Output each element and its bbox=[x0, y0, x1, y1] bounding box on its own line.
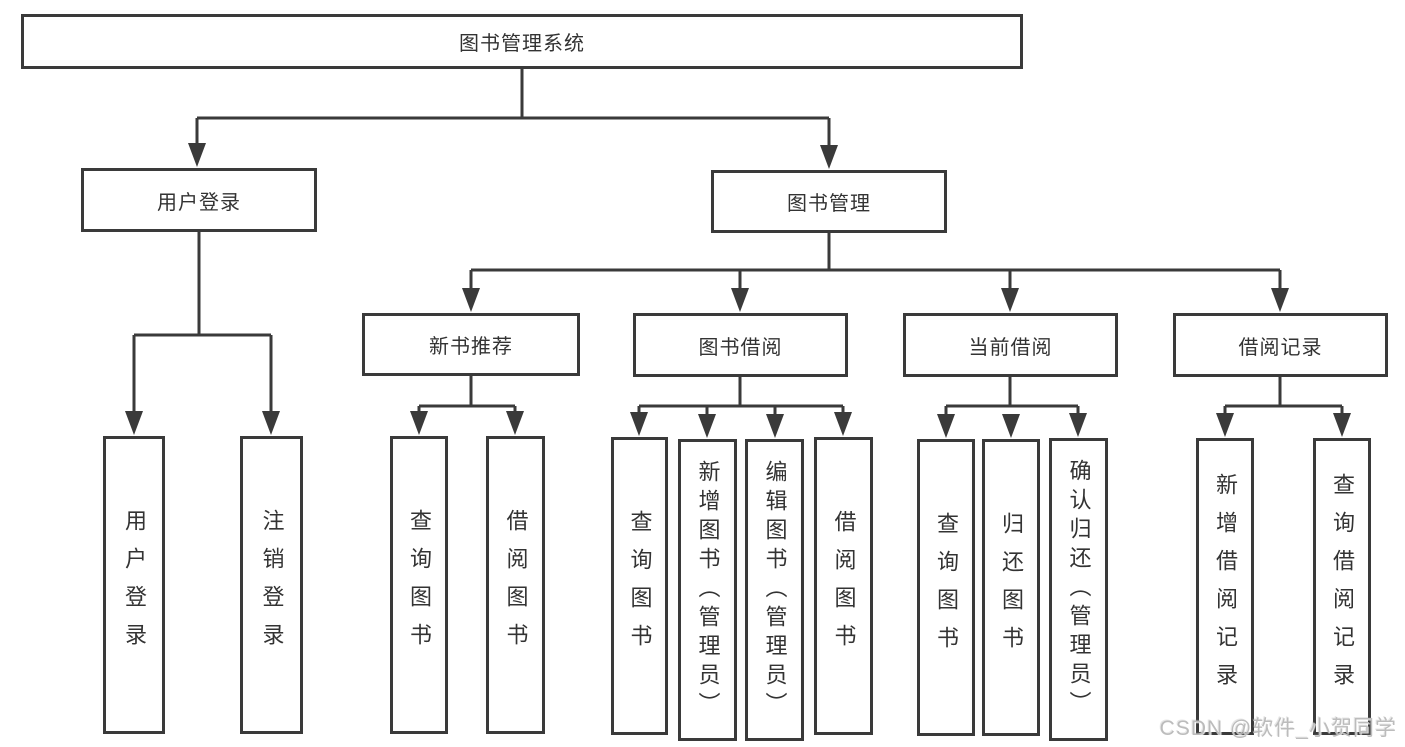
node-leaf-br-add: 新增借阅记录 bbox=[1196, 438, 1254, 735]
connector-new-book-split bbox=[417, 376, 517, 414]
node-leaf-nb-query-label: 查询图书 bbox=[407, 509, 432, 661]
arrowhead bbox=[698, 414, 716, 438]
node-leaf-logout-label: 注销登录 bbox=[259, 509, 285, 661]
arrowhead bbox=[1001, 288, 1019, 312]
node-leaf-cb-return: 归还图书 bbox=[982, 439, 1040, 736]
node-root: 图书管理系统 bbox=[21, 14, 1023, 69]
arrowhead bbox=[630, 412, 648, 436]
node-leaf-bb-query-label: 查询图书 bbox=[627, 510, 653, 662]
node-leaf-cb-confirm-label: 确认归还（管理员） bbox=[1066, 459, 1092, 720]
node-leaf-login-label: 用户登录 bbox=[122, 509, 147, 661]
arrowhead bbox=[1216, 413, 1234, 437]
node-borrow-record: 借阅记录 bbox=[1173, 313, 1388, 377]
arrowhead bbox=[820, 145, 838, 169]
node-current-borrow: 当前借阅 bbox=[903, 313, 1118, 377]
node-leaf-bb-borrow-label: 借阅图书 bbox=[831, 510, 857, 662]
arrowhead bbox=[262, 411, 280, 435]
node-leaf-br-query-label: 查询借阅记录 bbox=[1330, 472, 1355, 701]
arrowhead bbox=[188, 143, 206, 167]
node-leaf-bb-query: 查询图书 bbox=[611, 437, 668, 735]
arrowhead bbox=[1271, 288, 1289, 312]
node-user-login: 用户登录 bbox=[81, 168, 317, 232]
arrowhead bbox=[731, 288, 749, 312]
arrowhead bbox=[1333, 413, 1351, 437]
arrowhead bbox=[937, 414, 955, 438]
arrowhead bbox=[462, 288, 480, 312]
connector-book-mgmt-split bbox=[469, 233, 1282, 290]
arrowhead bbox=[766, 414, 784, 438]
node-borrow-record-label: 借阅记录 bbox=[1238, 336, 1323, 359]
node-user-login-label: 用户登录 bbox=[157, 191, 241, 214]
arrowhead bbox=[506, 411, 524, 435]
node-leaf-cb-return-label: 归还图书 bbox=[999, 511, 1024, 664]
node-book-mgmt-label: 图书管理 bbox=[787, 193, 871, 215]
node-leaf-br-add-label: 新增借阅记录 bbox=[1213, 472, 1238, 701]
csdn-watermark: CSDN @软件_小贺同学 bbox=[1159, 717, 1397, 740]
node-leaf-logout: 注销登录 bbox=[240, 436, 303, 734]
node-leaf-bb-add: 新增图书（管理员） bbox=[678, 439, 737, 741]
node-book-mgmt: 图书管理 bbox=[711, 170, 947, 233]
node-leaf-bb-edit-label: 编辑图书（管理员） bbox=[762, 459, 788, 721]
node-current-borrow-label: 当前借阅 bbox=[968, 336, 1053, 359]
arrowhead bbox=[834, 412, 852, 436]
node-leaf-bb-borrow: 借阅图书 bbox=[814, 437, 873, 735]
arrowhead bbox=[410, 411, 428, 435]
node-new-book-rec: 新书推荐 bbox=[362, 313, 580, 376]
arrowhead bbox=[125, 411, 143, 435]
node-book-borrow: 图书借阅 bbox=[633, 313, 848, 377]
node-leaf-br-query: 查询借阅记录 bbox=[1313, 438, 1371, 735]
node-root-label: 图书管理系统 bbox=[459, 33, 585, 55]
node-leaf-nb-query: 查询图书 bbox=[390, 436, 448, 734]
node-leaf-bb-add-label: 新增图书（管理员） bbox=[695, 459, 721, 721]
node-leaf-cb-query-label: 查询图书 bbox=[934, 511, 959, 664]
arrowhead bbox=[1002, 414, 1020, 438]
node-leaf-login: 用户登录 bbox=[103, 436, 165, 734]
node-leaf-bb-edit: 编辑图书（管理员） bbox=[745, 439, 804, 741]
node-book-borrow-label: 图书借阅 bbox=[698, 336, 783, 359]
node-leaf-cb-confirm: 确认归还（管理员） bbox=[1049, 438, 1108, 741]
arrowhead bbox=[1069, 413, 1087, 437]
node-leaf-nb-borrow-label: 借阅图书 bbox=[503, 509, 529, 661]
connector-user-login-split bbox=[132, 232, 273, 413]
connector-book-borrow-split bbox=[637, 377, 845, 414]
connector-current-borrow-split bbox=[944, 377, 1080, 414]
connector-root-split bbox=[195, 69, 831, 147]
node-leaf-cb-query: 查询图书 bbox=[917, 439, 975, 736]
node-leaf-nb-borrow: 借阅图书 bbox=[486, 436, 545, 734]
node-new-book-rec-label: 新书推荐 bbox=[429, 336, 513, 358]
connector-borrow-record-split bbox=[1223, 377, 1344, 414]
